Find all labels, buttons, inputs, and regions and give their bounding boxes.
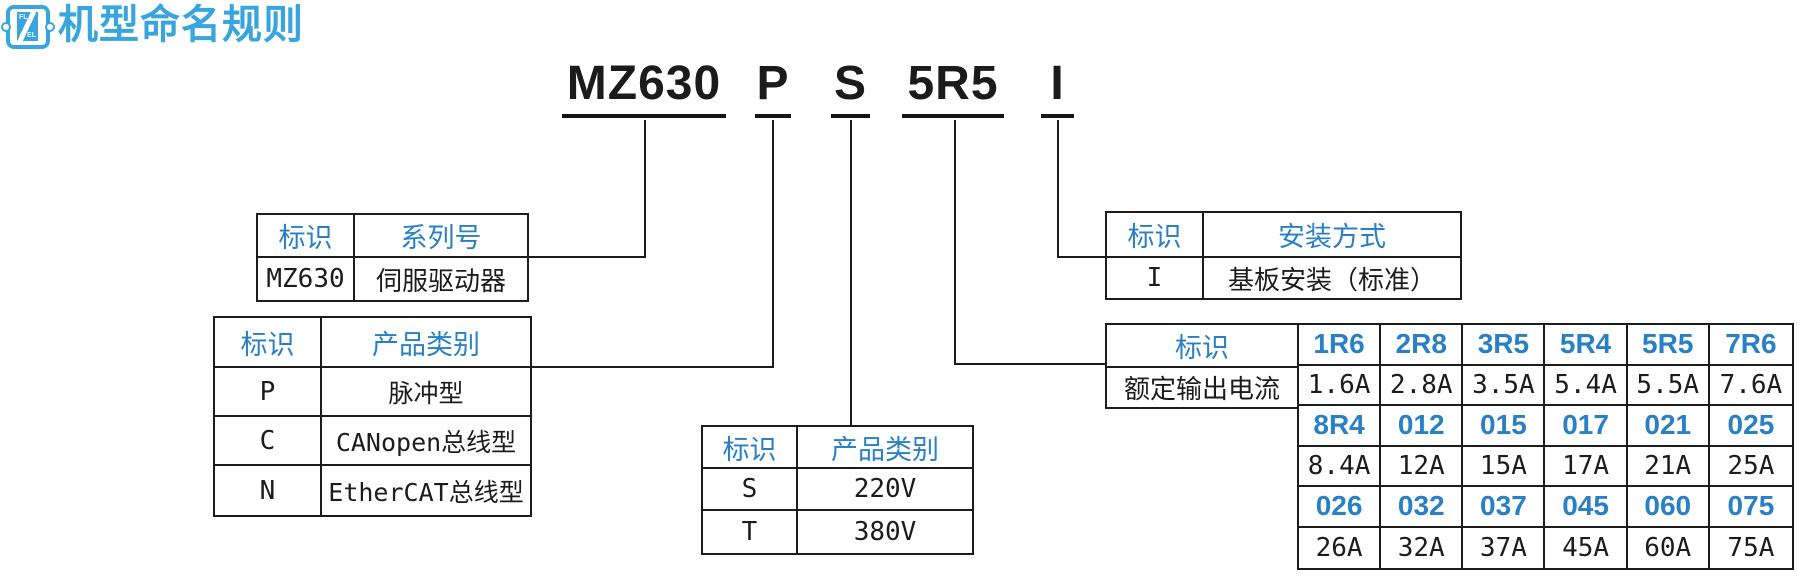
model-code-series: MZ630: [562, 52, 726, 118]
current-code-cell: 025: [1709, 406, 1792, 447]
desc-cell: 220V: [798, 469, 972, 511]
current-code-cell: 5R4: [1545, 325, 1628, 366]
current-value-cell: 37A: [1463, 527, 1546, 568]
current-value-cell: 8.4A: [1299, 446, 1382, 487]
header-cell: 系列号: [355, 215, 527, 258]
header-cell: 安装方式: [1204, 213, 1460, 258]
current-code-cell: 7R6: [1709, 325, 1792, 366]
current-code-cell: 021: [1627, 406, 1710, 447]
current-code-cell: 060: [1627, 487, 1710, 528]
logo-icon: FL EL: [1, 5, 55, 49]
current-value-cell: 21A: [1627, 446, 1710, 487]
header-cell: 标识: [1107, 325, 1297, 368]
current-code-cell: 017: [1545, 406, 1628, 447]
current-code-cell: 045: [1545, 487, 1628, 528]
logo-pin-left: [1, 22, 11, 32]
voltage-table: 标识 产品类别 S 220V T 380V: [701, 425, 974, 555]
logo-diagonal-mark: [17, 12, 38, 41]
model-code-product-type: P: [755, 52, 791, 118]
current-code-cell: 2R8: [1381, 325, 1464, 366]
current-code-cell: 012: [1381, 406, 1464, 447]
header-cell: 标识: [258, 215, 355, 258]
desc-cell: EtherCAT总线型: [322, 466, 530, 515]
current-value-cell: 5.5A: [1627, 365, 1710, 406]
current-code-cell: 026: [1299, 487, 1382, 528]
code-cell: C: [215, 417, 322, 466]
logo-text-top: FL: [19, 14, 28, 21]
connector-mounting-horizontal: [1057, 256, 1107, 258]
current-code-cell: 8R4: [1299, 406, 1382, 447]
desc-cell: 脉冲型: [322, 368, 530, 417]
desc-cell: 基板安装（标准）: [1204, 258, 1460, 298]
current-value-cell: 26A: [1299, 527, 1382, 568]
product-type-table: 标识 产品类别 P 脉冲型 C CANopen总线型 N EtherCAT总线型: [213, 316, 532, 517]
header-cell: 标识: [1107, 213, 1204, 258]
current-value-cell: 25A: [1709, 446, 1792, 487]
current-value-cell: 60A: [1627, 527, 1710, 568]
current-code-cell: 5R5: [1627, 325, 1710, 366]
series-table: 标识 系列号 MZ630 伺服驱动器: [256, 213, 529, 302]
current-value-cell: 3.5A: [1463, 365, 1546, 406]
connector-voltage-vertical: [850, 120, 852, 429]
connector-product-type-vertical: [772, 120, 774, 368]
current-value-cell: 12A: [1381, 446, 1464, 487]
connector-current-vertical: [954, 120, 956, 365]
page-title: 机型命名规则: [58, 3, 304, 47]
rated-current-label-box: 标识 额定输出电流: [1105, 323, 1299, 409]
desc-cell: 380V: [798, 511, 972, 553]
current-code-cell: 1R6: [1299, 325, 1382, 366]
code-cell: MZ630: [258, 258, 355, 300]
current-code-cell: 3R5: [1463, 325, 1546, 366]
current-value-cell: 1.6A: [1299, 365, 1382, 406]
current-value-cell: 32A: [1381, 527, 1464, 568]
desc-cell: 伺服驱动器: [355, 258, 527, 300]
model-code-voltage: S: [831, 52, 870, 118]
current-value-cell: 75A: [1709, 527, 1792, 568]
connector-series-vertical: [644, 120, 646, 258]
current-value-cell: 45A: [1545, 527, 1628, 568]
code-cell: P: [215, 368, 322, 417]
model-code-mounting: I: [1041, 52, 1074, 118]
current-value-cell: 5.4A: [1545, 365, 1628, 406]
current-value-cell: 2.8A: [1381, 365, 1464, 406]
header-cell: 产品类别: [322, 318, 530, 368]
mounting-table: 标识 安装方式 I 基板安装（标准）: [1105, 211, 1462, 300]
connector-mounting-vertical: [1057, 120, 1059, 258]
model-code-current: 5R5: [902, 52, 1004, 118]
desc-cell: CANopen总线型: [322, 417, 530, 466]
current-value-cell: 7.6A: [1709, 365, 1792, 406]
code-cell: T: [703, 511, 798, 553]
label-cell: 额定输出电流: [1107, 368, 1297, 407]
logo-pin-right: [45, 22, 55, 32]
current-value-cell: 17A: [1545, 446, 1628, 487]
code-cell: S: [703, 469, 798, 511]
code-cell: N: [215, 466, 322, 515]
current-value-cell: 15A: [1463, 446, 1546, 487]
header-cell: 标识: [215, 318, 322, 368]
current-code-cell: 075: [1709, 487, 1792, 528]
logo-text-bottom: EL: [27, 32, 36, 39]
header-cell: 标识: [703, 427, 798, 469]
connector-product-type-horizontal: [530, 366, 774, 368]
current-code-cell: 037: [1463, 487, 1546, 528]
code-cell: I: [1107, 258, 1204, 298]
current-code-cell: 032: [1381, 487, 1464, 528]
current-code-cell: 015: [1463, 406, 1546, 447]
connector-series-horizontal: [527, 256, 646, 258]
connector-current-horizontal: [954, 363, 1107, 365]
header-cell: 产品类别: [798, 427, 972, 469]
